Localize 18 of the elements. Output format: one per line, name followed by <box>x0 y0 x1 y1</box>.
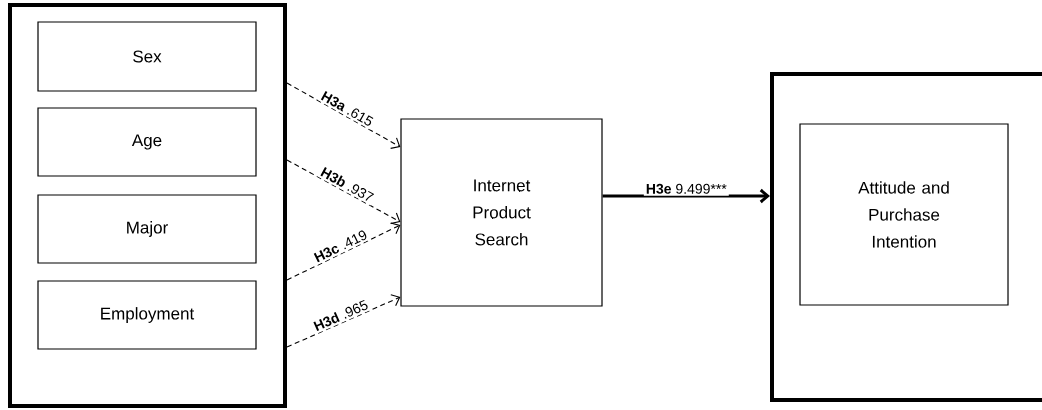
arrow <box>286 294 401 348</box>
group-box <box>8 3 287 408</box>
group-box <box>770 72 1042 402</box>
outcome-box: Attitude and Purchase Intention <box>799 123 1009 306</box>
edge-label: H3e 9.499*** <box>643 181 729 196</box>
factor-box: Age <box>37 107 257 177</box>
arrow <box>286 82 401 149</box>
arrow <box>286 159 401 225</box>
factor-box: Sex <box>37 21 257 92</box>
arrow <box>286 222 401 281</box>
factor-box: Employment <box>37 280 257 350</box>
edge-label: H3c .419 <box>310 226 371 266</box>
edge-label: H3d .965 <box>309 296 372 335</box>
edge-label: H3b .937 <box>316 163 378 206</box>
factor-box: Major <box>37 194 257 264</box>
arrow <box>602 188 770 204</box>
edge-label: H3a .615 <box>317 87 378 130</box>
construct-box: Internet Product Search <box>400 118 603 307</box>
